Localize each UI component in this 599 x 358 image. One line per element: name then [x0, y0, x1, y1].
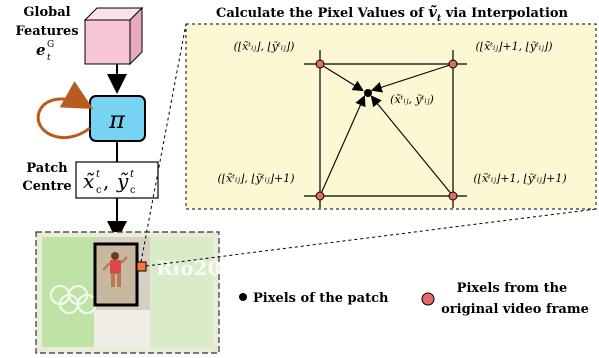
interpolation-arrows	[319, 63, 454, 197]
patch-centre-title-2: Centre	[22, 179, 71, 194]
centre-y-sup: t	[130, 169, 135, 180]
corner-pixel-top-left	[315, 59, 325, 69]
patch-centre-title-1: Patch	[26, 161, 68, 176]
center-patch-pixel	[364, 89, 372, 97]
centre-y-symbol: ỹ	[116, 169, 129, 193]
legend: Pixels of the patch Pixels from the orig…	[239, 281, 589, 317]
selected-pixel-square	[136, 261, 147, 272]
centre-x-sub: c	[96, 185, 102, 196]
patch-centre-box: x̃ t c , ỹ t c	[75, 161, 159, 199]
frame-green-right	[150, 237, 213, 347]
athlete-figure	[102, 252, 128, 287]
global-features-cuboid	[83, 6, 144, 66]
recurrent-loop-arrow	[36, 81, 94, 140]
title-symbol-sub: t	[437, 14, 442, 24]
label-top-left: (⌊x̃ᵗᵢⱼ⌋, ⌊ỹᵗᵢⱼ⌋)	[234, 40, 295, 53]
label-bottom-right: (⌊x̃ᵗᵢⱼ⌋+1, ⌊ỹᵗᵢⱼ⌋+1)	[473, 172, 566, 185]
legend-original-icon	[421, 292, 435, 306]
centre-x-symbol: x̃	[83, 169, 95, 193]
label-center: (x̃ᵗᵢⱼ, ỹᵗᵢⱼ)	[390, 93, 434, 106]
pixel-grid	[304, 50, 467, 208]
title-symbol: ṽ	[428, 3, 437, 21]
legend-original-label-2: original video frame	[441, 302, 589, 317]
centre-x-sup: t	[96, 169, 101, 180]
policy-symbol: π	[108, 106, 126, 134]
patch-centre-label: Patch Centre	[22, 161, 71, 194]
corner-pixel-top-right	[448, 59, 458, 69]
zoom-line-top	[140, 23, 187, 263]
centre-comma: ,	[103, 169, 109, 193]
corner-pixel-bottom-left	[315, 191, 325, 201]
global-features-subscript: t	[47, 53, 51, 63]
policy-box: π	[89, 95, 146, 142]
video-frame: Rio2016	[35, 231, 249, 354]
title-suffix: via Interpolation	[441, 6, 568, 21]
interpolation-title: Calculate the Pixel Values of ṽt via Int…	[216, 3, 569, 24]
centre-y-sub: c	[130, 185, 136, 196]
global-features-title-2: Features	[15, 24, 78, 39]
title-prefix: Calculate the Pixel Values of	[216, 6, 428, 21]
global-features-title-1: Global	[23, 5, 70, 20]
global-features-label: Global Features e G t	[15, 5, 78, 63]
global-features-symbol: e	[36, 41, 46, 59]
legend-patch-icon	[239, 293, 247, 301]
label-bottom-left: (⌊x̃ᵗᵢⱼ⌋, ⌊ỹᵗᵢⱼ⌋+1)	[217, 172, 294, 185]
frame-track-light	[94, 310, 150, 347]
global-features-superscript: G	[47, 40, 54, 50]
corner-pixel-bottom-right	[448, 191, 458, 201]
interpolation-panel	[185, 23, 597, 210]
label-top-right: (⌊x̃ᵗᵢⱼ⌋+1, ⌊ỹᵗᵢⱼ⌋)	[475, 40, 552, 53]
legend-original-label-1: Pixels from the	[457, 281, 568, 296]
legend-patch-label: Pixels of the patch	[253, 291, 389, 306]
frame-watermark: Rio2016	[156, 256, 249, 280]
